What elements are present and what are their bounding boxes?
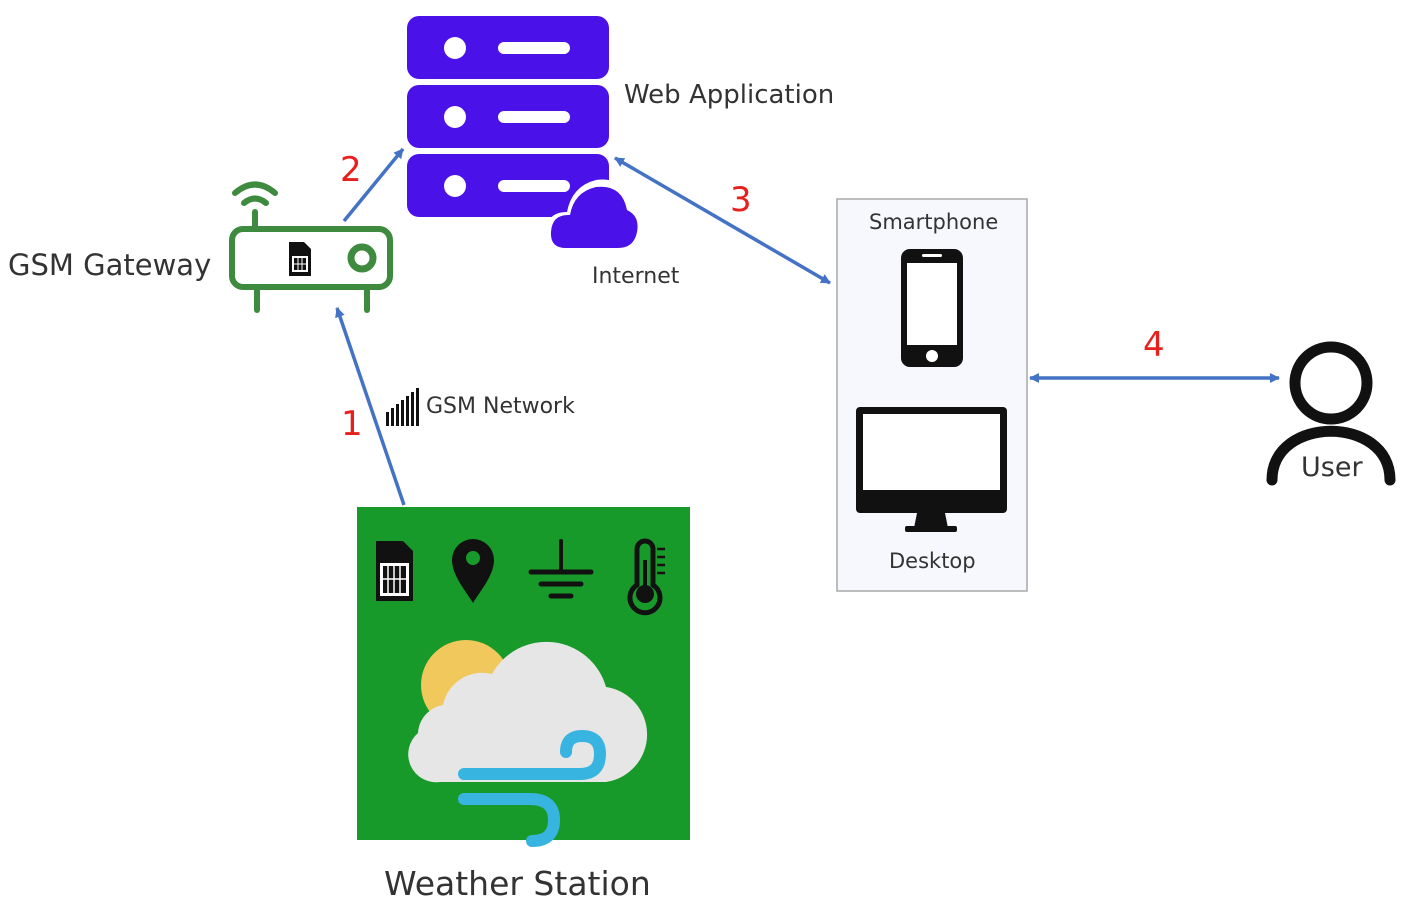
arrow-server-to-client bbox=[614, 156, 831, 285]
partly-cloudy-windy-icon bbox=[408, 640, 648, 847]
step-number-3: 3 bbox=[730, 180, 752, 220]
arrow-gateway-to-server bbox=[342, 147, 405, 223]
signal-bars-icon bbox=[386, 388, 419, 426]
desktop-label: Desktop bbox=[889, 549, 976, 573]
server-stack-icon bbox=[407, 16, 609, 217]
weather-station-label: Weather Station bbox=[384, 864, 651, 903]
step-number-2: 2 bbox=[340, 150, 362, 190]
location-pin-icon bbox=[452, 539, 494, 603]
smartphone-icon bbox=[901, 249, 963, 367]
gsm-gateway-label: GSM Gateway bbox=[8, 248, 212, 282]
ground-icon bbox=[528, 539, 594, 599]
router-icon bbox=[229, 181, 393, 313]
arrows bbox=[335, 147, 1280, 506]
gsm-network-label: GSM Network bbox=[426, 394, 575, 419]
step-number-1: 1 bbox=[341, 404, 363, 444]
gateway-sim-icon bbox=[289, 242, 311, 276]
thermometer-icon bbox=[627, 538, 665, 616]
arrow-station-to-gateway bbox=[335, 307, 406, 506]
user-icon bbox=[1266, 341, 1396, 486]
step-number-4: 4 bbox=[1143, 325, 1165, 365]
smartphone-label: Smartphone bbox=[869, 210, 999, 234]
desktop-monitor-icon bbox=[856, 407, 1007, 532]
user-label: User bbox=[1301, 452, 1363, 483]
internet-label: Internet bbox=[592, 264, 680, 289]
web-application-label: Web Application bbox=[624, 80, 835, 110]
sim-card-icon bbox=[376, 541, 413, 601]
